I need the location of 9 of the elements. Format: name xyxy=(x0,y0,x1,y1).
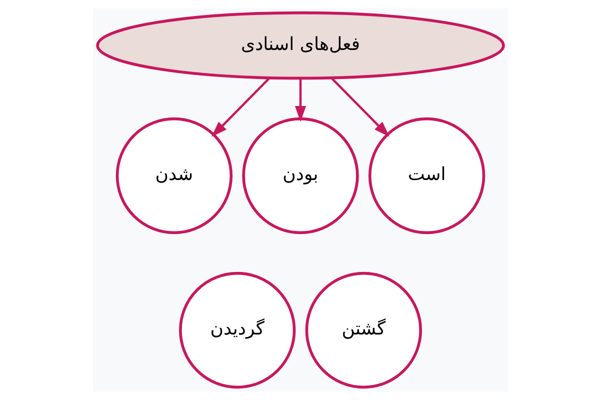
node-circle: بودن xyxy=(242,117,358,234)
node-circle: گشتن xyxy=(304,272,422,389)
node-circle: است xyxy=(368,117,485,234)
arrow xyxy=(294,78,306,122)
arrow xyxy=(210,77,270,137)
arrow xyxy=(330,77,390,137)
node-ellipse: فعل‌های اسنادی xyxy=(96,11,504,80)
node-circle: شدن xyxy=(115,117,232,234)
node-circle: گردیدن xyxy=(178,272,296,389)
